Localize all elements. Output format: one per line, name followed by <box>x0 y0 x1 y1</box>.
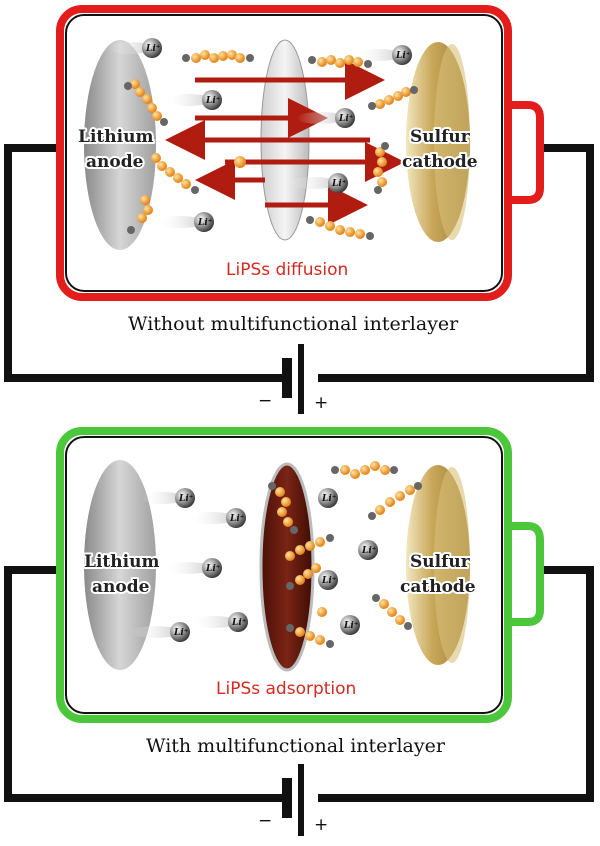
bottom-plus-sign: + <box>314 815 328 835</box>
top-cathode-label-line1: Sulfur <box>410 127 471 147</box>
svg-text:Li⁺: Li⁺ <box>173 628 189 638</box>
bottom-battery-plus-plate <box>298 764 304 836</box>
bottom-circuit-wire <box>4 566 594 802</box>
bottom-cell-terminal <box>508 522 544 626</box>
bottom-cell: − + Li⁺ Li⁺ Li⁺ Li⁺ Li⁺ Li⁺ Li⁺ Li⁺ Li⁺ <box>4 427 594 836</box>
top-mechanism-label: LiPSs diffusion <box>226 260 348 280</box>
svg-text:Li⁺: Li⁺ <box>361 546 377 556</box>
svg-text:Li⁺: Li⁺ <box>197 218 213 228</box>
bottom-mechanism-label: LiPSs adsorption <box>216 679 356 699</box>
top-plus-sign: + <box>314 393 328 413</box>
top-polysulfide-chains <box>130 50 411 239</box>
svg-text:Li⁺: Li⁺ <box>321 494 337 504</box>
top-lithium-ions: Li⁺ Li⁺ Li⁺ Li⁺ Li⁺ Li⁺ <box>108 38 412 232</box>
svg-text:Li⁺: Li⁺ <box>343 621 359 631</box>
top-anode-label-line2: anode <box>86 152 144 172</box>
top-cell: − + Li⁺ Li⁺ Li⁺ Li⁺ Li⁺ Li⁺ <box>4 5 594 414</box>
svg-text:Li⁺: Li⁺ <box>229 514 245 524</box>
svg-text:Li⁺: Li⁺ <box>231 618 247 628</box>
bottom-cathode-label-line2: cathode <box>400 577 476 597</box>
top-caption: Without multifunctional interlayer <box>128 313 459 335</box>
bottom-minus-sign: − <box>258 811 272 831</box>
bottom-caption: With multifunctional interlayer <box>146 735 446 757</box>
svg-text:Li⁺: Li⁺ <box>321 576 337 586</box>
top-anode-label-line1: Lithium <box>78 127 153 147</box>
bottom-anode-label-line1: Lithium <box>84 552 159 572</box>
top-cell-terminal <box>508 101 544 204</box>
bottom-battery-minus-plate <box>282 778 292 818</box>
top-circuit-wire <box>4 144 594 382</box>
svg-text:Li⁺: Li⁺ <box>395 51 411 61</box>
bottom-cathode-label-line1: Sulfur <box>410 552 471 572</box>
top-cathode-label-line2: cathode <box>402 152 478 172</box>
svg-text:Li⁺: Li⁺ <box>205 96 221 106</box>
top-minus-sign: − <box>258 391 272 411</box>
top-battery-minus-plate <box>282 358 292 398</box>
svg-text:Li⁺: Li⁺ <box>331 179 347 189</box>
bottom-interlayer <box>259 462 315 672</box>
svg-text:Li⁺: Li⁺ <box>178 494 194 504</box>
bottom-polysulfide-chains <box>275 461 415 645</box>
svg-text:Li⁺: Li⁺ <box>145 44 161 54</box>
top-battery-plus-plate <box>298 344 304 414</box>
bottom-lithium-ions: Li⁺ Li⁺ Li⁺ Li⁺ Li⁺ Li⁺ Li⁺ Li⁺ Li⁺ <box>132 488 378 642</box>
bottom-anode-label-line2: anode <box>92 577 150 597</box>
svg-text:Li⁺: Li⁺ <box>338 114 354 124</box>
svg-text:Li⁺: Li⁺ <box>205 564 221 574</box>
bottom-lithium-anode <box>84 460 156 670</box>
